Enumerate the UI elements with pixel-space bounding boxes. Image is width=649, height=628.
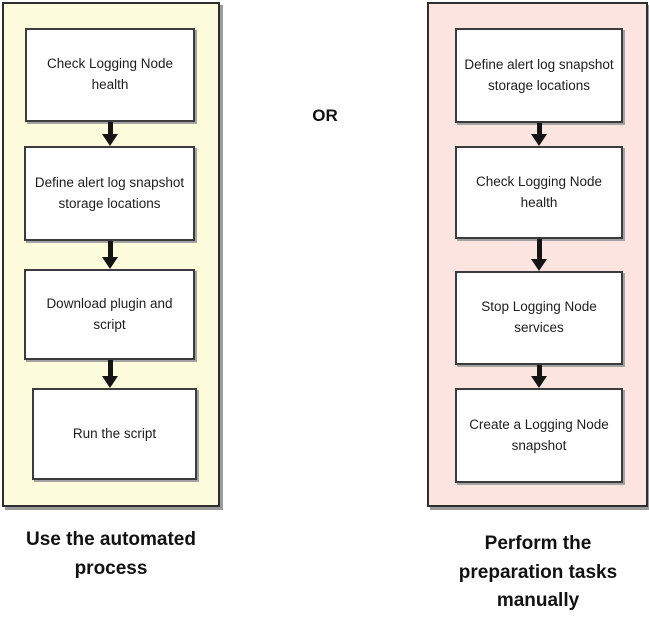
arrow-head xyxy=(531,259,547,271)
arrow-down-icon xyxy=(531,123,547,146)
step-label: Define alert log snapshot storage locati… xyxy=(464,56,614,93)
step-label: Define alert log snapshot storage locati… xyxy=(34,174,185,211)
arrow-head xyxy=(102,134,118,146)
or-label: OR xyxy=(312,106,338,125)
arrow-head xyxy=(102,376,118,388)
step-label: Check Logging Node health xyxy=(46,56,174,92)
arrow-down-icon xyxy=(531,239,547,271)
step-define-snapshot-storage: Define alert log snapshot storage locati… xyxy=(455,28,623,123)
automated-process-caption: Use the automated process xyxy=(26,529,196,579)
step-check-logging-node-health: Check Logging Node health xyxy=(25,28,195,122)
step-label: Stop Logging Node services xyxy=(481,299,597,335)
arrow-stem xyxy=(107,360,113,376)
step-define-snapshot-storage: Define alert log snapshot storage locati… xyxy=(24,146,195,241)
arrow-stem xyxy=(536,123,542,134)
step-stop-logging-node-services: Stop Logging Node services xyxy=(455,271,623,365)
arrow-stem xyxy=(536,365,542,376)
step-label: Download plugin and script xyxy=(46,295,173,332)
arrow-stem xyxy=(536,239,542,259)
arrow-stem xyxy=(107,241,113,257)
step-download-plugin-script: Download plugin and script xyxy=(24,269,195,360)
arrow-down-icon xyxy=(102,241,118,269)
arrow-stem xyxy=(107,122,113,134)
step-label: Create a Logging Node snapshot xyxy=(469,416,609,453)
arrow-head xyxy=(531,376,547,388)
step-create-logging-node-snapshot: Create a Logging Node snapshot xyxy=(455,388,623,483)
arrow-head xyxy=(102,257,118,269)
step-run-the-script: Run the script xyxy=(32,388,197,480)
step-label: Run the script xyxy=(72,425,157,441)
arrow-down-icon xyxy=(531,365,547,388)
arrow-down-icon xyxy=(102,360,118,388)
manual-process-caption: Perform the preparation tasks manually xyxy=(458,533,618,611)
arrow-down-icon xyxy=(102,122,118,146)
step-check-logging-node-health: Check Logging Node health xyxy=(455,146,623,239)
step-label: Check Logging Node health xyxy=(475,173,603,210)
arrow-head xyxy=(531,134,547,146)
